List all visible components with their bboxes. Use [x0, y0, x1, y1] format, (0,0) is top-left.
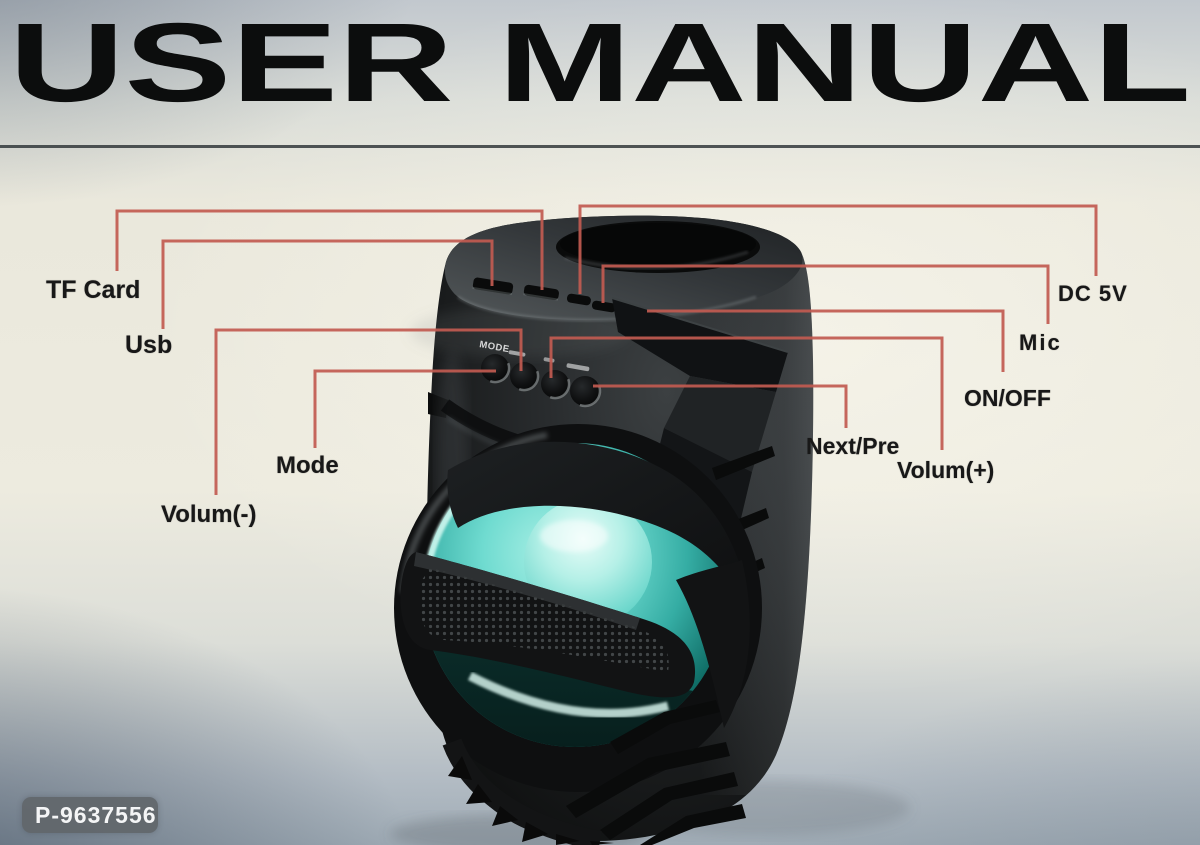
page-title: USER MANUAL [9, 0, 1191, 125]
label-dc-5v: DC 5V [1058, 281, 1128, 306]
driver-sash-right [676, 560, 750, 728]
callout-line-volum-plus [549, 336, 944, 450]
bottom-vents [566, 700, 746, 845]
label-volum-minus: Volum(-) [161, 501, 257, 528]
callout-line-next-pre [593, 384, 848, 428]
label-mode: Mode [276, 452, 339, 479]
product-code: P-9637556 [35, 801, 157, 828]
tf-card-slot [523, 284, 559, 301]
label-on-off: ON/OFF [964, 385, 1051, 411]
volume-down-button [510, 362, 538, 390]
callout-line-mode [313, 369, 496, 448]
label-volum-plus: Volum(+) [897, 457, 995, 483]
button-label-mark [566, 363, 590, 372]
serrated-feet [442, 738, 614, 845]
mode-button [481, 354, 509, 382]
volume-up-button [541, 370, 569, 398]
callout-line-mic [601, 264, 1050, 324]
mode-button-label: MODE [478, 339, 510, 355]
front-buttons: MODE [478, 339, 602, 408]
product-code-badge: P-9637556 [22, 797, 158, 833]
driver-sash [447, 441, 748, 610]
mesh-strap [400, 552, 696, 698]
label-mic: Mic [1019, 330, 1062, 355]
callout-line-dc-5v [578, 204, 1098, 294]
callout-line-volum-minus [214, 328, 523, 495]
top-ports [472, 277, 647, 318]
next-prev-button [570, 376, 600, 406]
title-area: USER MANUAL [9, 0, 1191, 125]
mic-jack [591, 300, 616, 313]
callout-line-usb [161, 239, 494, 329]
divider [0, 145, 1200, 148]
dc-5v-port [566, 293, 591, 306]
cone-crescent-highlight [467, 671, 670, 718]
label-tf-card: TF Card [46, 276, 141, 304]
label-next-pre: Next/Pre [806, 433, 900, 459]
label-usb: Usb [125, 331, 173, 359]
callout-line-tf-card [115, 209, 544, 290]
callout-line-on-off [647, 309, 1005, 372]
